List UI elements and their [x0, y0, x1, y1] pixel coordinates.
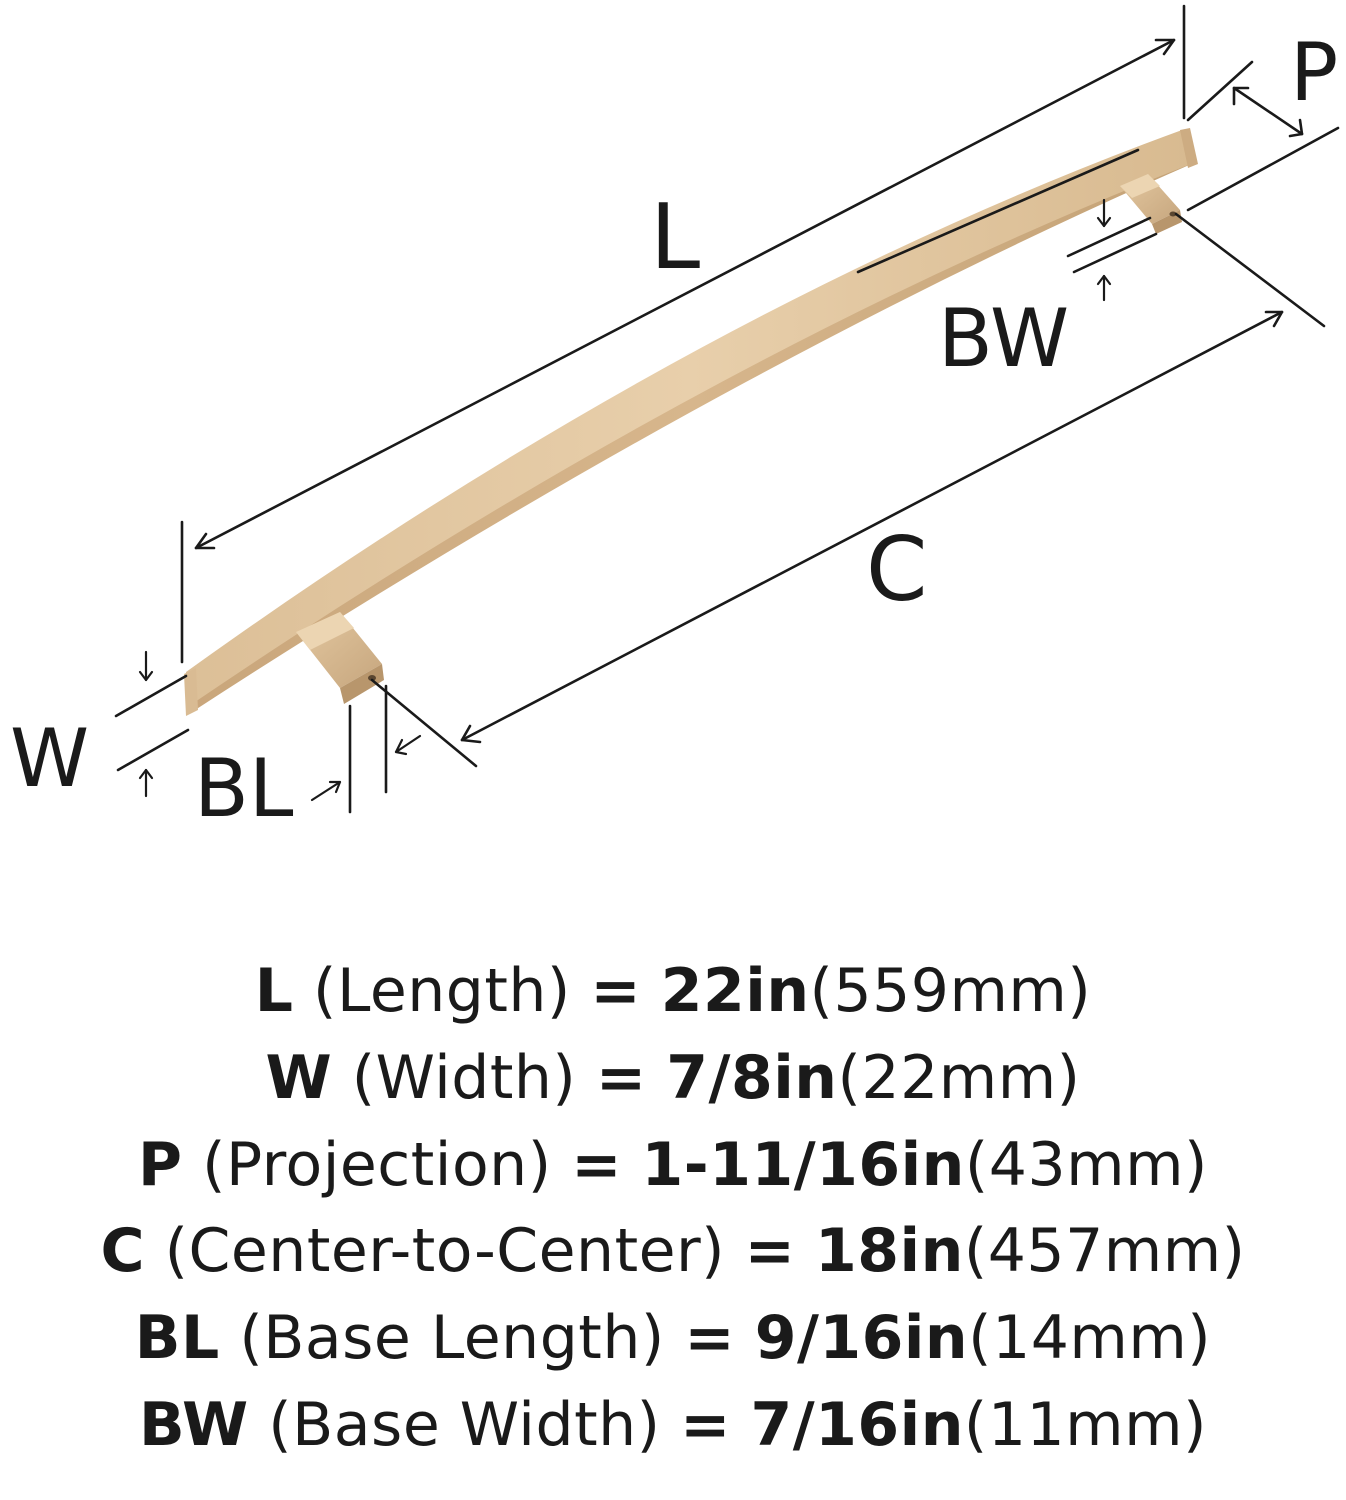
spec-mm-value: (43mm)	[964, 1129, 1208, 1200]
spec-mm-value: (22mm)	[837, 1042, 1081, 1113]
spec-equals: =	[684, 1303, 736, 1374]
label-P: P	[1290, 26, 1338, 119]
spec-inch-value: 22in	[660, 956, 810, 1026]
dimension-lines	[114, 4, 1340, 814]
label-BL: BL	[194, 742, 294, 835]
spec-row-base-width: BW (Base Width) = 7/16in(11mm)	[0, 1382, 1346, 1469]
spec-row-center-to-center: C (Center-to-Center) = 18in(457mm)	[0, 1208, 1346, 1295]
spec-name: (Projection)	[202, 1129, 552, 1200]
spec-name: (Width)	[351, 1042, 577, 1113]
spec-symbol: BL	[134, 1303, 220, 1374]
handle-bar-end-right	[1180, 128, 1198, 168]
spec-equals: =	[744, 1216, 796, 1287]
label-C: C	[866, 518, 927, 621]
handle-dimension-diagram: L P BW C W BL	[10, 4, 1340, 835]
spec-symbol: W	[265, 1042, 333, 1113]
specifications-list: L (Length) = 22in(559mm) W (Width) = 7/8…	[0, 948, 1346, 1469]
spec-inch-value: 9/16in	[754, 1303, 969, 1374]
spec-row-width: W (Width) = 7/8in(22mm)	[0, 1035, 1346, 1122]
spec-name: (Base Width)	[268, 1389, 661, 1460]
spec-inch-value: 18in	[815, 1216, 964, 1287]
spec-equals: =	[680, 1389, 731, 1460]
right-post	[1120, 174, 1182, 234]
spec-row-base-length: BL (Base Length) = 9/16in(14mm)	[0, 1295, 1346, 1382]
spec-symbol: L	[254, 956, 294, 1026]
spec-equals: =	[595, 1042, 647, 1113]
spec-inch-value: 7/8in	[666, 1042, 838, 1113]
spec-inch-value: 1-11/16in	[641, 1129, 965, 1200]
left-post	[296, 612, 384, 704]
spec-mm-value: (14mm)	[968, 1303, 1212, 1374]
spec-symbol: C	[100, 1216, 145, 1287]
dimension-labels: L P BW C W BL	[10, 26, 1338, 835]
label-BW: BW	[938, 292, 1069, 385]
spec-row-projection: P (Projection) = 1-11/16in(43mm)	[0, 1122, 1346, 1209]
spec-name: (Base Length)	[239, 1303, 665, 1374]
spec-mm-value: (11mm)	[963, 1389, 1207, 1460]
spec-equals: =	[571, 1129, 622, 1200]
handle-bar-side	[186, 148, 1196, 712]
handle-bar-top	[186, 130, 1196, 704]
spec-mm-value: (559mm)	[809, 956, 1092, 1026]
spec-name: (Center-to-Center)	[164, 1216, 726, 1287]
label-W: W	[10, 712, 89, 805]
spec-name: (Length)	[313, 956, 571, 1026]
spec-row-length: L (Length) = 22in(559mm)	[0, 948, 1346, 1035]
spec-symbol: BW	[139, 1389, 249, 1460]
spec-symbol: P	[138, 1129, 183, 1200]
spec-mm-value: (457mm)	[963, 1216, 1246, 1287]
handle-bar-end-left	[184, 668, 198, 716]
label-L: L	[650, 185, 700, 290]
spec-inch-value: 7/16in	[750, 1389, 964, 1460]
spec-equals: =	[590, 956, 642, 1026]
handle-pull	[184, 128, 1198, 716]
